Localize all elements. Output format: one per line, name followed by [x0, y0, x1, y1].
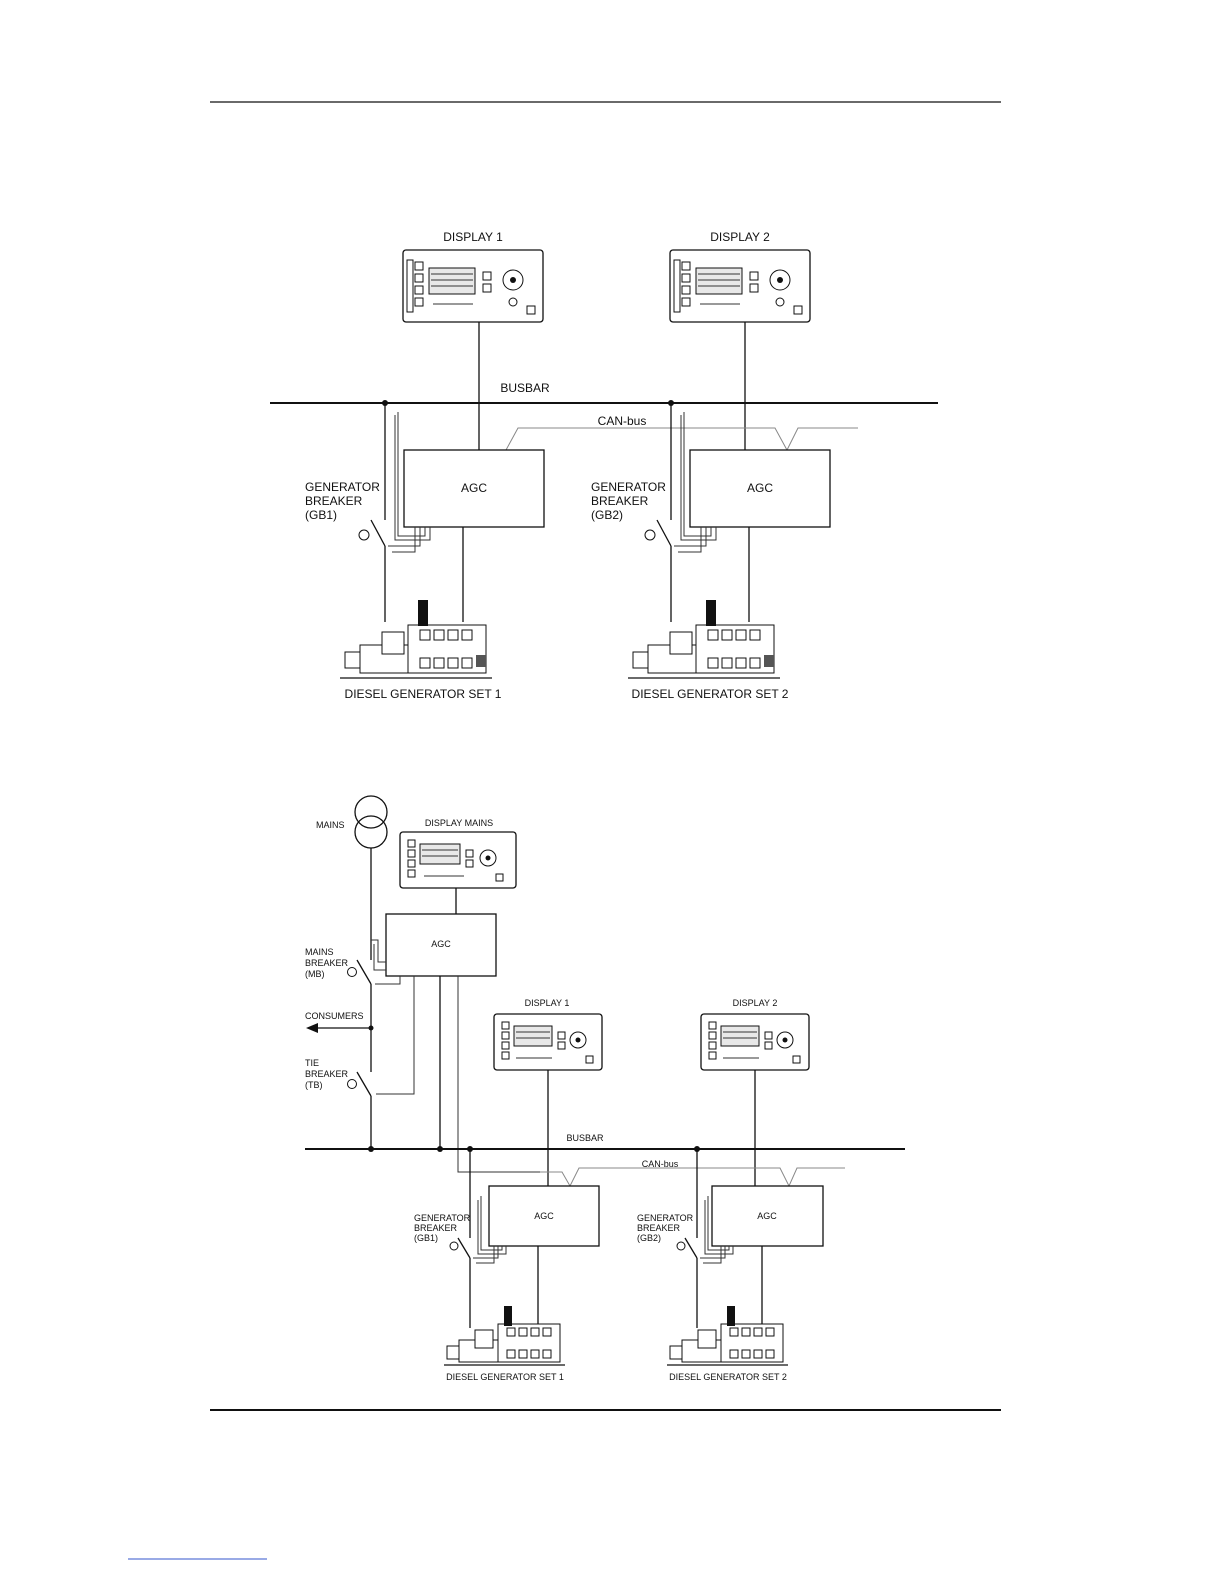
canbus-2-label: CAN-bus — [642, 1159, 679, 1169]
display-1-label: DISPLAY 1 — [443, 230, 503, 244]
display-1-unit — [402, 249, 544, 323]
display-1b-unit — [493, 1013, 603, 1071]
genset-b2-label: DIESEL GENERATOR SET 2 — [669, 1372, 787, 1382]
gb2-label: GENERATOR BREAKER (GB2) — [591, 480, 669, 522]
agc-1-label: AGC — [461, 481, 487, 495]
display-mains-unit — [399, 831, 517, 889]
busbar-label: BUSBAR — [500, 381, 550, 395]
gb1-label: GENERATOR BREAKER (GB1) — [305, 480, 383, 522]
agc-mains-unit — [385, 913, 497, 977]
canbus-label: CAN-bus — [598, 414, 647, 428]
genset-b1-label: DIESEL GENERATOR SET 1 — [446, 1372, 564, 1382]
display-mains-label: DISPLAY MAINS — [425, 818, 493, 828]
mains-label: MAINS — [316, 820, 345, 830]
gb1-b-label: GENERATOR BREAKER (GB1) — [414, 1213, 473, 1243]
gb2-b-breaker — [676, 1149, 734, 1328]
agc-gen-1-unit — [488, 1185, 600, 1247]
canbus-2-line — [540, 1167, 845, 1188]
genset-1-icon — [340, 600, 492, 679]
agc-unit-2 — [689, 449, 831, 528]
genset-2-label: DIESEL GENERATOR SET 2 — [632, 687, 789, 701]
display-2b-label: DISPLAY 2 — [733, 998, 778, 1008]
display-2-label: DISPLAY 2 — [710, 230, 770, 244]
genset-b2-icon — [667, 1306, 788, 1366]
transformer-icon — [354, 795, 388, 829]
agc-gen-1-label: AGC — [534, 1211, 554, 1221]
display-2-unit — [669, 249, 811, 323]
genset-1-label: DIESEL GENERATOR SET 1 — [345, 687, 502, 701]
diagram-island-mode: DISPLAY 1 DISPLAY 2 — [270, 230, 938, 701]
canbus-line — [505, 427, 858, 452]
gb1-b-breaker — [449, 1149, 507, 1328]
agc-gen-2-unit — [711, 1185, 824, 1247]
diagram-mains-parallel: MAINS DISPLAY MAINS AGC — [305, 795, 905, 1382]
genset-2-icon — [628, 600, 780, 679]
agc-unit-1 — [403, 449, 545, 528]
tb-label: TIE BREAKER (TB) — [305, 1058, 351, 1090]
agc-2-label: AGC — [747, 481, 773, 495]
display-1b-label: DISPLAY 1 — [525, 998, 570, 1008]
consumers-label: CONSUMERS — [305, 1011, 364, 1021]
display-2b-unit — [700, 1013, 810, 1071]
gb2-b-label: GENERATOR BREAKER (GB2) — [637, 1213, 696, 1243]
agc-gen-2-label: AGC — [757, 1211, 777, 1221]
busbar-2-label: BUSBAR — [566, 1133, 604, 1143]
agc-mains-label: AGC — [431, 939, 451, 949]
gb2-breaker — [644, 403, 717, 622]
mb-label: MAINS BREAKER (MB) — [305, 947, 351, 979]
genset-b1-icon — [444, 1306, 565, 1366]
gb1-breaker — [358, 403, 431, 622]
